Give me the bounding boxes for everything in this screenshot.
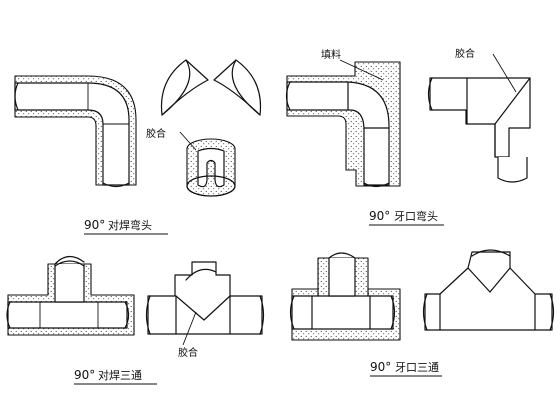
- glue-label-3: 胶合: [178, 346, 198, 359]
- cut-segment-left: [160, 59, 209, 116]
- cut-segments: [160, 59, 262, 116]
- glue-label-2: 胶合: [455, 47, 475, 60]
- caption-welded-tee-angle: 90°: [74, 368, 95, 382]
- threaded-tee-figure: [289, 252, 401, 341]
- glue-leader-2: [492, 53, 517, 93]
- miter-elbow-figure: [427, 77, 531, 183]
- glue-leader-1: [179, 131, 197, 151]
- welded-elbow-figure: [14, 75, 137, 188]
- caption-threaded-elbow-text: 牙口弯头: [394, 209, 438, 223]
- elbow-pipe: [14, 82, 130, 186]
- glue-label-1: 胶合: [146, 127, 166, 140]
- insulation-shell-section: [186, 138, 236, 197]
- caption-welded-elbow-text: 对焊弯头: [108, 218, 152, 232]
- welded-tee-figure: [6, 255, 135, 336]
- caption-threaded-elbow-angle: 90°: [369, 209, 390, 223]
- welded-tee-miter-figure: [145, 261, 265, 335]
- caption-threaded-tee-angle: 90°: [370, 360, 391, 374]
- threaded-elbow-figure: [285, 61, 401, 188]
- glue-leader-3: [182, 311, 197, 346]
- filler-leader: [339, 59, 384, 81]
- threaded-tee-miter-figure: [422, 249, 555, 331]
- cut-segment-right: [213, 59, 262, 116]
- caption-welded-tee-text: 对焊三通: [98, 368, 142, 382]
- threaded-elbow-pipe: [286, 81, 390, 186]
- filler-label: 填料: [321, 48, 341, 61]
- caption-welded-elbow-angle: 90°: [84, 218, 105, 232]
- caption-threaded-tee-text: 牙口三通: [395, 361, 439, 374]
